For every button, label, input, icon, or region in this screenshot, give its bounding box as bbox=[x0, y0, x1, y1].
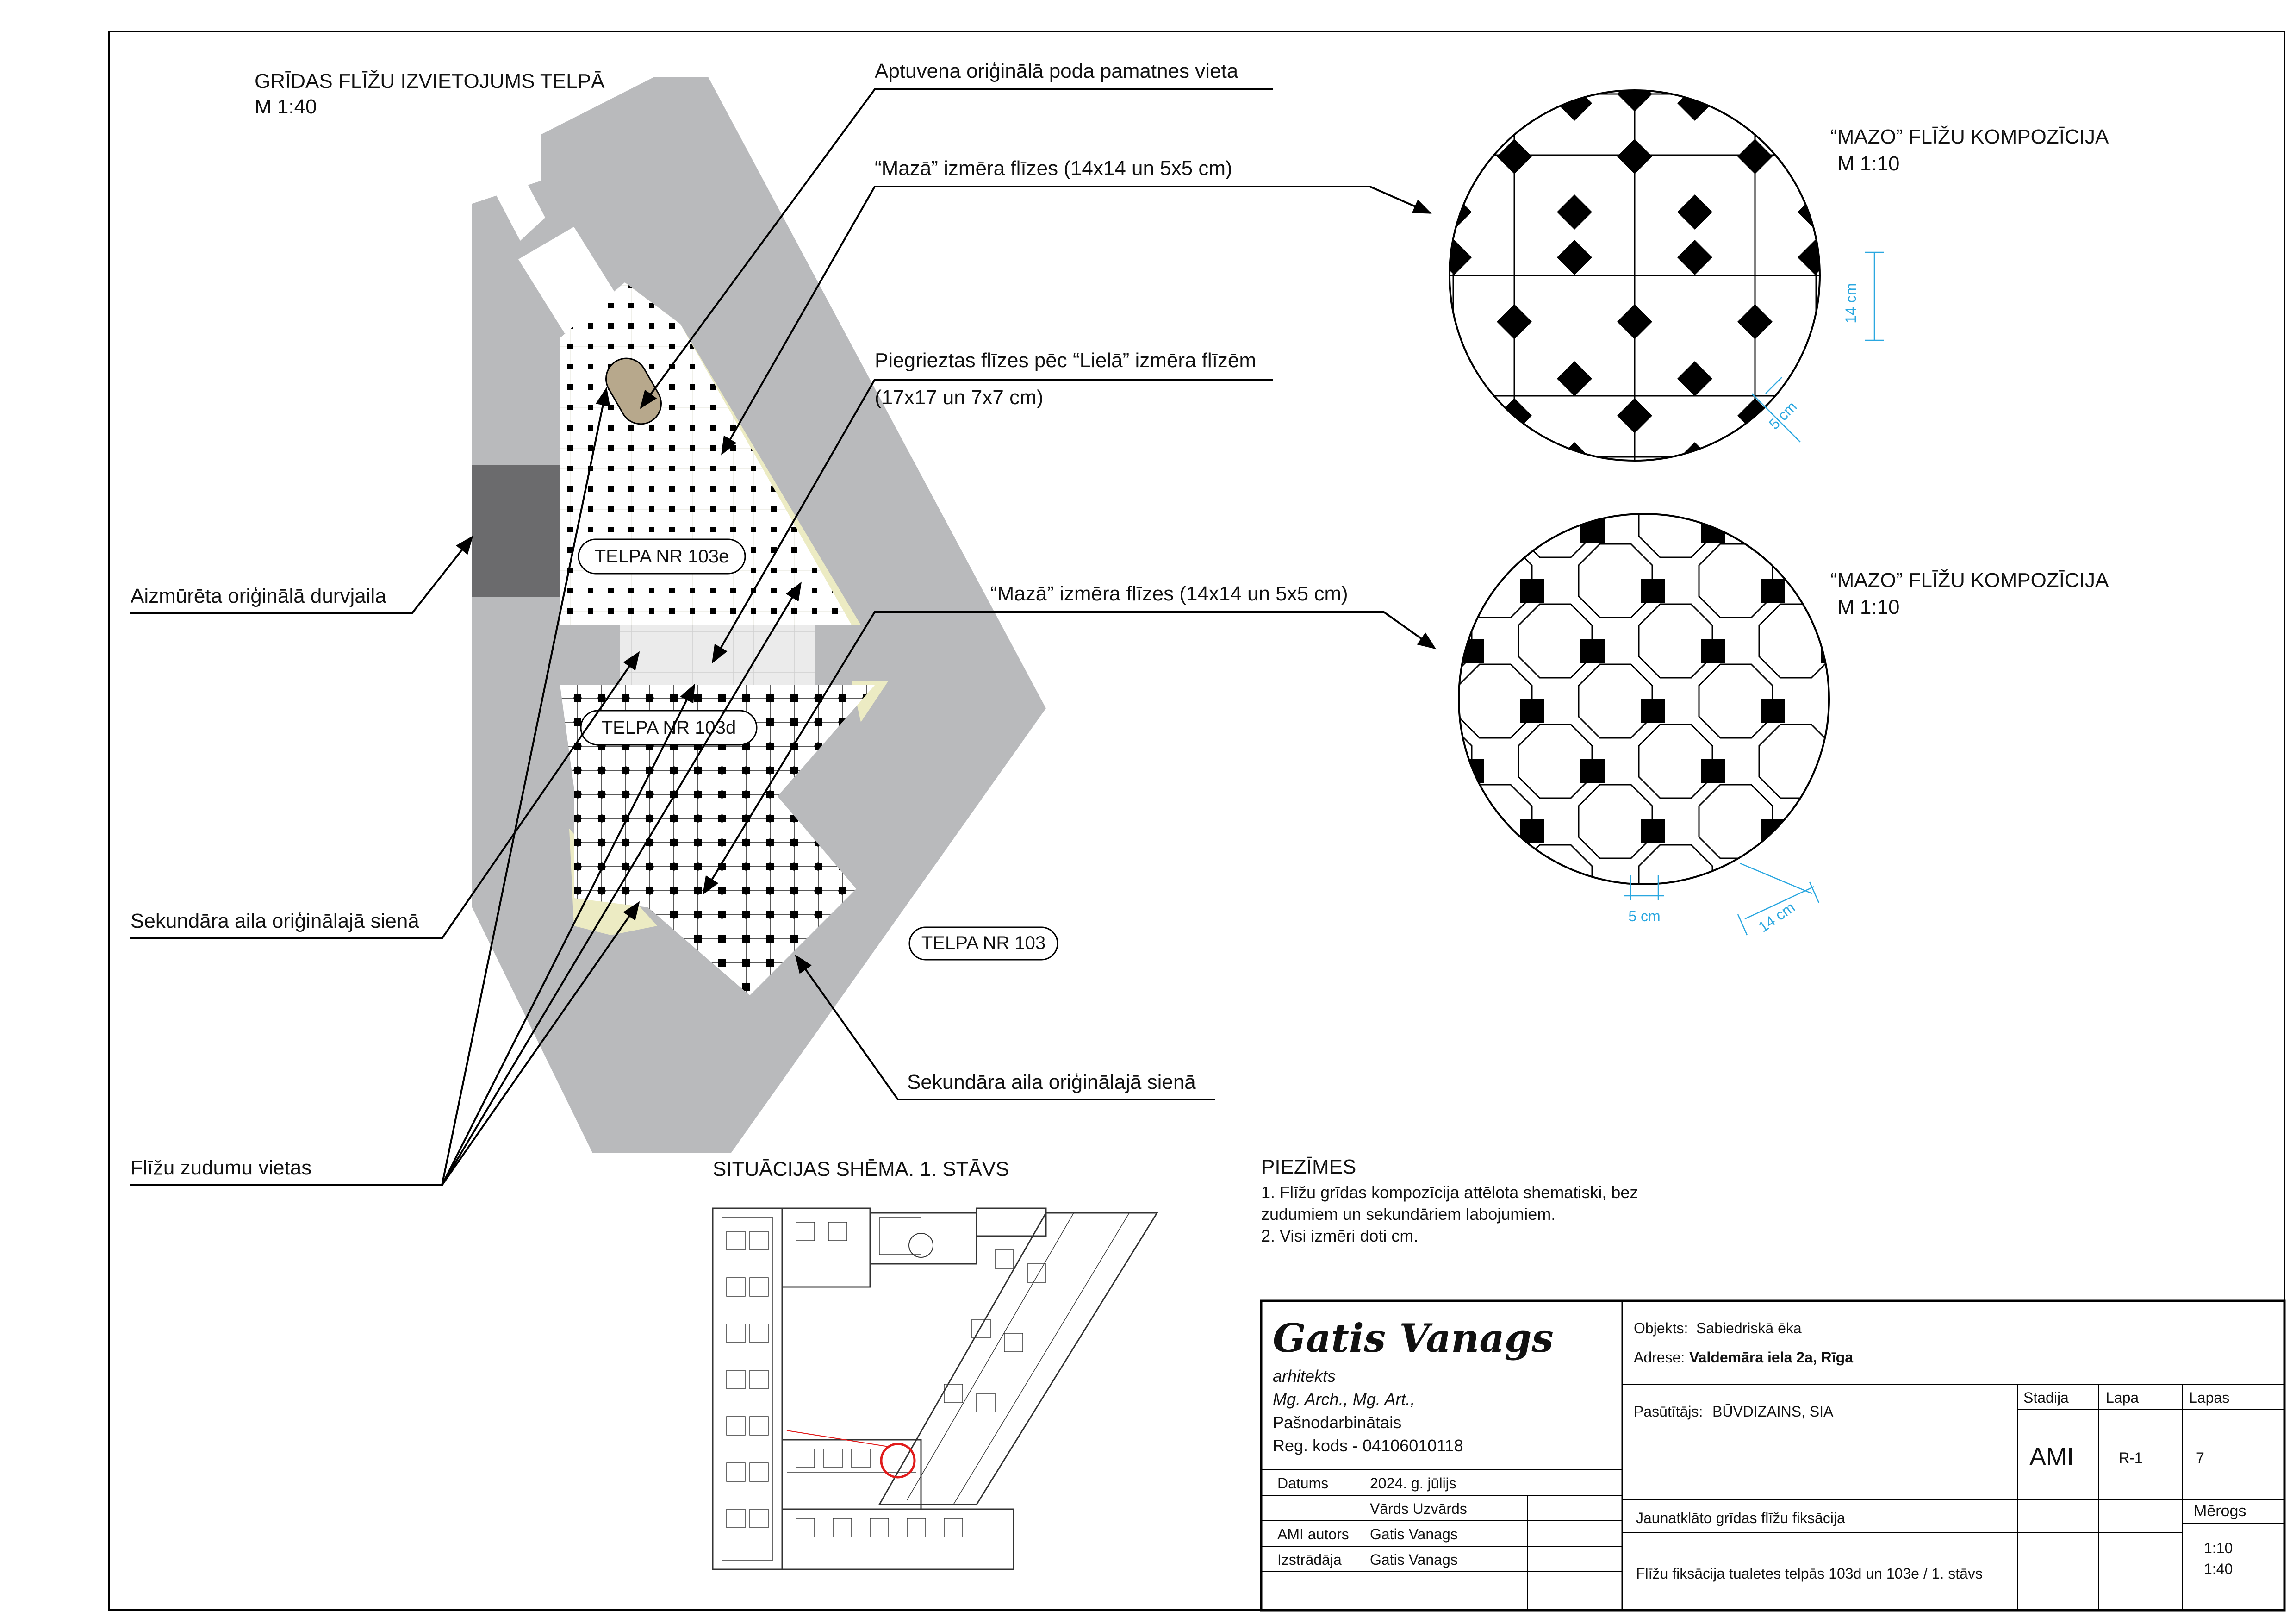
composition-1-title: “MAZO” FLĪŽU KOMPOZĪCIJA bbox=[1830, 125, 2109, 148]
door-opening-lower bbox=[518, 227, 620, 333]
callout-walled-door: Aizmūrēta oriģinālā durvjaila bbox=[131, 585, 386, 607]
callout-cut-tiles-1: Piegrieztas flīzes pēc “Lielā” izmēra fl… bbox=[875, 349, 1256, 372]
sheet-frame bbox=[108, 31, 2285, 1611]
scale-1: 1:10 bbox=[2204, 1540, 2233, 1556]
date-value: 2024. g. jūlijs bbox=[1370, 1475, 1456, 1492]
composition-1: 14 cm 5 cm bbox=[1449, 89, 1884, 462]
situation-title: SITUĀCIJAS SHĒMA. 1. STĀVS bbox=[713, 1158, 1009, 1181]
plan-scale: M 1:40 bbox=[255, 95, 317, 118]
callout-cut-tiles-2: (17x17 un 7x7 cm) bbox=[875, 386, 1043, 409]
architect-name: Gatis Vanags bbox=[1273, 1315, 1554, 1361]
sheet-value: R-1 bbox=[2119, 1449, 2143, 1466]
plan-title: GRĪDAS FLĪŽU IZVIETOJUMS TELPĀ bbox=[255, 70, 605, 93]
architect-status: Pašnodarbinātais bbox=[1273, 1413, 1401, 1432]
stage-label: Stadija bbox=[2023, 1389, 2069, 1406]
notes-title: PIEZĪMES bbox=[1261, 1156, 1356, 1178]
callout-small-tiles-1: “Mazā” izmēra flīzes (14x14 un 5x5 cm) bbox=[875, 157, 1232, 180]
room-tag-103-box bbox=[908, 926, 1058, 961]
composition-2: 5 cm 14 cm bbox=[1458, 513, 1830, 936]
situation-location-marker bbox=[880, 1443, 916, 1479]
callout-leaders bbox=[130, 88, 1437, 1186]
room-tag-103e-box bbox=[578, 538, 746, 575]
situation-marker-leader bbox=[786, 1430, 889, 1447]
architect-reg: Reg. kods - 04106010118 bbox=[1273, 1436, 1463, 1455]
callout-toilet-base: Aptuvena oriģinālā poda pamatnes vieta bbox=[875, 60, 1238, 82]
notes-line-1: 1. Flīžu grīdas kompozīcija attēlota she… bbox=[1261, 1183, 1638, 1202]
notes-line-2: zudumiem un sekundāriem labojumiem. bbox=[1261, 1205, 1556, 1224]
client-value: BŪVDIZAINS, SIA bbox=[1712, 1403, 1834, 1420]
room-tag-103e: TELPA NR 103e bbox=[595, 546, 729, 567]
room-tag-103d-box bbox=[580, 710, 758, 746]
stage-value: AMI bbox=[2029, 1443, 2074, 1471]
architect-role: arhitekts bbox=[1273, 1367, 1336, 1386]
object-value: Sabiedriskā ēka bbox=[1696, 1320, 1802, 1337]
composition-1-scale: M 1:10 bbox=[1837, 152, 1900, 175]
address-label: Adrese: bbox=[1634, 1349, 1685, 1366]
scale-2: 1:40 bbox=[2204, 1561, 2233, 1577]
title-block bbox=[1260, 1299, 2286, 1612]
author-value: Gatis Vanags bbox=[1370, 1526, 1458, 1543]
callout-secondary-opening-bottom: Sekundāra aila oriģinālajā sienā bbox=[907, 1071, 1196, 1093]
room-tag-103: TELPA NR 103 bbox=[921, 933, 1045, 953]
composition-1-dim-large: 14 cm bbox=[1842, 283, 1859, 323]
author-label: AMI autors bbox=[1277, 1526, 1349, 1543]
notes-line-3: 2. Visi izmēri doti cm. bbox=[1261, 1226, 1418, 1245]
prepared-label: Izstrādāja bbox=[1277, 1551, 1342, 1568]
walled-door bbox=[472, 465, 560, 597]
object-label: Objekts: bbox=[1634, 1320, 1688, 1337]
sheets-value: 7 bbox=[2196, 1449, 2204, 1466]
sheet-title: Flīžu fiksācija tualetes telpās 103d un … bbox=[1636, 1565, 1983, 1582]
room-103d-floor bbox=[560, 685, 875, 995]
composition-2-dim-small: 5 cm bbox=[1628, 908, 1660, 924]
date-label: Datums bbox=[1277, 1475, 1328, 1492]
floor-plan: TELPA NR 103e TELPA NR 103d TELPA NR 103 bbox=[472, 77, 1058, 1153]
composition-2-title: “MAZO” FLĪŽU KOMPOZĪCIJA bbox=[1830, 569, 2109, 592]
callout-tile-loss: Flīžu zudumu vietas bbox=[131, 1156, 311, 1179]
scale-label: Mērogs bbox=[2194, 1502, 2246, 1520]
callout-secondary-opening-left: Sekundāra aila oriģinālajā sienā bbox=[131, 910, 419, 932]
sheet-label: Lapa bbox=[2106, 1389, 2139, 1406]
project-title: Jaunatklāto grīdas flīžu fiksācija bbox=[1636, 1510, 1845, 1526]
composition-1-dim-small: 5 cm bbox=[1766, 398, 1800, 432]
callout-small-tiles-2: “Mazā” izmēra flīzes (14x14 un 5x5 cm) bbox=[990, 582, 1348, 605]
situation-plan bbox=[712, 1207, 1158, 1570]
door-opening-upper bbox=[493, 167, 545, 241]
address-value: Valdemāra iela 2a, Rīga bbox=[1689, 1349, 1853, 1366]
name-header: Vārds Uzvārds bbox=[1370, 1500, 1467, 1517]
client-label: Pasūtītājs: bbox=[1634, 1403, 1703, 1420]
prepared-value: Gatis Vanags bbox=[1370, 1551, 1458, 1568]
architect-degrees: Mg. Arch., Mg. Art., bbox=[1273, 1390, 1415, 1409]
sheets-label: Lapas bbox=[2189, 1389, 2229, 1406]
composition-2-scale: M 1:10 bbox=[1837, 596, 1900, 618]
